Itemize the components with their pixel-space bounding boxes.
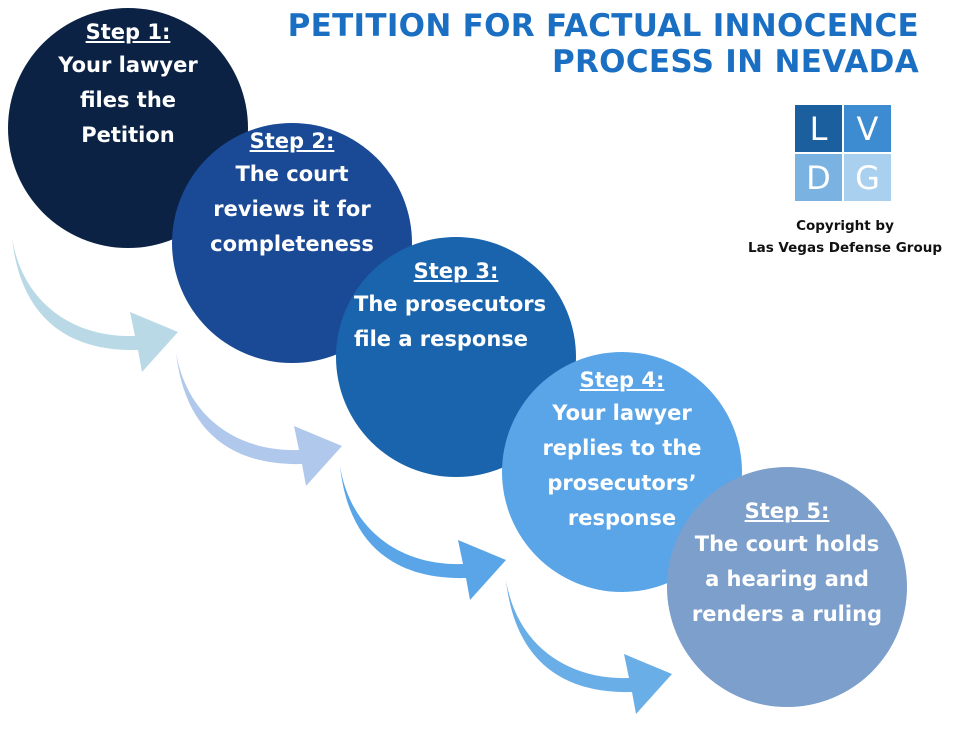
arrow-4-to-5 [506,580,672,714]
step-5-label: Step 5: [744,499,830,523]
step-4-text: Your lawyer replies to the prosecutors’ … [542,401,702,530]
arrow-2-to-3 [176,352,342,486]
arrow-1-to-2 [12,238,178,372]
step-1-label: Step 1: [85,20,171,44]
title-line-1: PETITION FOR FACTUAL INNOCENCE [287,8,919,44]
logo-letter-d: D [795,154,842,201]
arrow-3-to-4 [340,466,506,600]
step-4-label: Step 4: [579,368,665,392]
step-3-text: The prosecutors file a response [354,292,547,351]
title-line-2: PROCESS IN NEVADA [551,44,919,80]
logo-letter-v: V [844,105,891,152]
page-title: PETITION FOR FACTUAL INNOCENCE PROCESS I… [288,8,919,80]
step-3-label: Step 3: [413,259,499,283]
copyright-notice: Copyright by Las Vegas Defense Group [740,215,950,259]
step-2-label: Step 2: [249,129,335,153]
step-5-text: The court holds a hearing and renders a … [691,532,883,626]
step-2-text: The court reviews it for completeness [210,162,374,256]
step-2-circle: Step 2: The court reviews it for complet… [172,123,412,363]
logo-letter-g: G [844,154,891,201]
logo-letter-l: L [795,105,842,152]
step-1-text: Your lawyer files the Petition [58,53,198,147]
step-5-circle: Step 5: The court holds a hearing and re… [667,467,907,707]
copyright-line-1: Copyright by [796,218,894,234]
lvdg-logo: L V D G [795,105,891,201]
copyright-line-2: Las Vegas Defense Group [747,240,942,256]
